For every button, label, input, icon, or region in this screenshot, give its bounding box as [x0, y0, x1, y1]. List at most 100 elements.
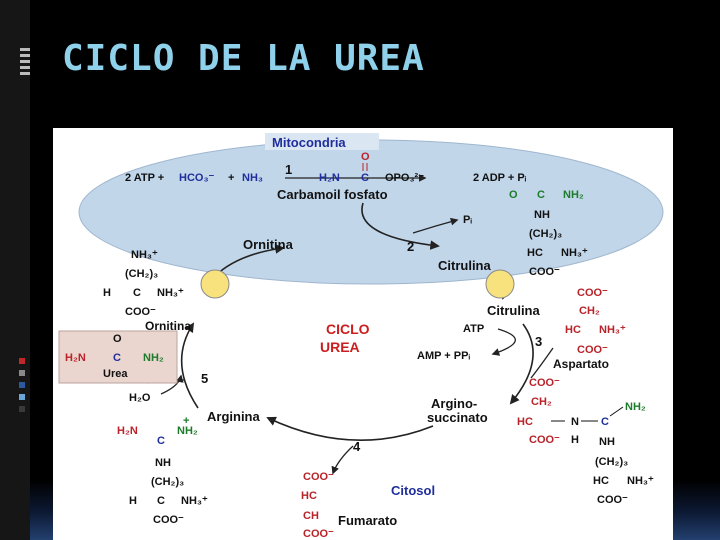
reaction1-hco3: HCO₃⁻	[179, 172, 215, 184]
arginina-c2: C	[157, 495, 165, 507]
citrulina-o: O	[509, 189, 518, 201]
citrulina-hc: HC	[527, 247, 543, 259]
aspartato-hc: HC	[565, 324, 581, 336]
arrow-h2o-in	[160, 374, 184, 395]
arrow-fumarato-out	[331, 445, 354, 475]
citrulina-c: C	[537, 189, 545, 201]
transporter-dot-citrulina	[485, 269, 515, 299]
urea-c: C	[113, 352, 121, 364]
aspartato-ch2: CH₂	[579, 305, 600, 317]
as-ch2b: (CH₂)₃	[595, 456, 628, 468]
mito-label-bg	[265, 133, 379, 150]
arrow-atp-amp	[491, 328, 516, 356]
arrow-pi-release	[412, 217, 459, 234]
urea-label: Urea	[103, 368, 128, 380]
reaction1-atp: 2 ATP +	[125, 172, 164, 184]
urea-cycle-figure: Mitocondria 1 2 3 4 5 2 ATP + HCO₃⁻ + NH…	[53, 128, 673, 540]
fumarato-coo1: COO⁻	[303, 471, 334, 483]
mito-label: Mitocondria	[272, 135, 346, 150]
arginina-h: H	[129, 495, 137, 507]
as-nh: NH	[599, 436, 615, 448]
cycle-arrow-step5	[180, 322, 199, 409]
ornitina-mito-label: Ornitina	[243, 237, 294, 252]
accent-square-blue	[19, 382, 25, 388]
accent-square-grey	[19, 370, 25, 376]
urea-nh2: NH₂	[143, 352, 164, 364]
ornitina-coo: COO⁻	[125, 306, 156, 318]
ornitina-h: H	[103, 287, 111, 299]
slide-bars-icon	[20, 48, 30, 76]
citrulina-nh3: NH₃⁺	[561, 247, 588, 259]
reaction1-products: 2 ADP + Pᵢ	[473, 172, 527, 184]
fumarato-label: Fumarato	[338, 513, 397, 528]
arginina-nh: NH	[155, 457, 171, 469]
arginina-h2n: H₂N	[117, 425, 138, 437]
reaction1-plus: +	[228, 172, 234, 184]
fumarato-ch: CH	[303, 510, 319, 522]
arginosuccinato-line2: succinato	[427, 410, 488, 425]
accent-square-dark	[19, 406, 25, 412]
as-nh3: NH₃⁺	[627, 475, 654, 487]
carbamoil-o: O	[361, 151, 370, 163]
carbamoil-n: H₂N	[319, 172, 340, 184]
citrulina-coo: COO⁻	[529, 266, 560, 278]
step-5: 5	[201, 371, 208, 386]
aspartato-coo2: COO⁻	[577, 344, 608, 356]
reaction1-nh3: NH₃	[242, 172, 263, 184]
as-hc2: HC	[593, 475, 609, 487]
citrulina-cyto-label: Citrulina	[487, 303, 540, 318]
carbamoil-label: Carbamoil fosfato	[277, 187, 388, 202]
as-coo1: COO⁻	[529, 377, 560, 389]
aspartato-nh3: NH₃⁺	[599, 324, 626, 336]
as-nh2: NH₂	[625, 401, 646, 413]
step-4: 4	[353, 439, 361, 454]
atp3-label: ATP	[463, 323, 484, 335]
arginina-label: Arginina	[207, 409, 260, 424]
arrow-aspartato-in	[530, 347, 554, 379]
citrulina-nh2: NH₂	[563, 189, 584, 201]
ornitina-ch2: (CH₂)₃	[125, 268, 158, 280]
as-ch2: CH₂	[531, 396, 552, 408]
as-coo3: COO⁻	[597, 494, 628, 506]
pi-label: Pᵢ	[463, 214, 472, 226]
fumarato-coo2: COO⁻	[303, 528, 334, 540]
arginina-c: C	[157, 435, 165, 447]
as-coo2: COO⁻	[529, 434, 560, 446]
ornitina-nh3: NH₃⁺	[157, 287, 184, 299]
aspartato-label: Aspartato	[553, 357, 609, 371]
urea-box	[58, 330, 178, 384]
step-2: 2	[407, 239, 414, 254]
arginina-nh2p: NH₂	[177, 425, 198, 437]
step-1: 1	[285, 162, 292, 177]
citosol-label: Citosol	[391, 483, 435, 498]
arginina-coo: COO⁻	[153, 514, 184, 526]
amp-label: AMP + PPᵢ	[417, 350, 470, 362]
fumarato-hc: HC	[301, 490, 317, 502]
as-bond-3	[609, 406, 624, 417]
citrulina-mito-label: Citrulina	[438, 258, 491, 273]
cycle-title-line2: UREA	[320, 339, 360, 355]
as-c: C	[601, 416, 609, 428]
carbamoil-c: C	[361, 172, 369, 184]
arginina-nh3: NH₃⁺	[181, 495, 208, 507]
arginina-plus: +	[183, 415, 189, 427]
ornitina-cyto-label: Ornitina	[145, 319, 191, 333]
step-3: 3	[535, 334, 542, 349]
as-n: N	[571, 416, 579, 428]
cycle-arrow-step4	[266, 416, 434, 442]
urea-o: O	[113, 333, 122, 345]
aspartato-coo1: COO⁻	[577, 287, 608, 299]
h2o-label: H₂O	[129, 392, 151, 404]
citrulina-ch2: (CH₂)₃	[529, 228, 562, 240]
ornitina-nh3-top: NH₃⁺	[131, 249, 158, 261]
as-h: H	[571, 434, 579, 446]
accent-square-lightblue	[19, 394, 25, 400]
arginosuccinato-line1: Argino-	[431, 396, 477, 411]
left-stripe	[0, 0, 30, 540]
accent-square-red	[19, 358, 25, 364]
cycle-arrow-step3	[509, 323, 534, 405]
cycle-title-line1: CICLO	[326, 321, 370, 337]
carbamoil-opo3: OPO₃²⁻	[385, 172, 424, 184]
transporter-dot-ornitina	[200, 269, 230, 299]
arrow-carbamoil-to-citrulina	[361, 202, 440, 250]
